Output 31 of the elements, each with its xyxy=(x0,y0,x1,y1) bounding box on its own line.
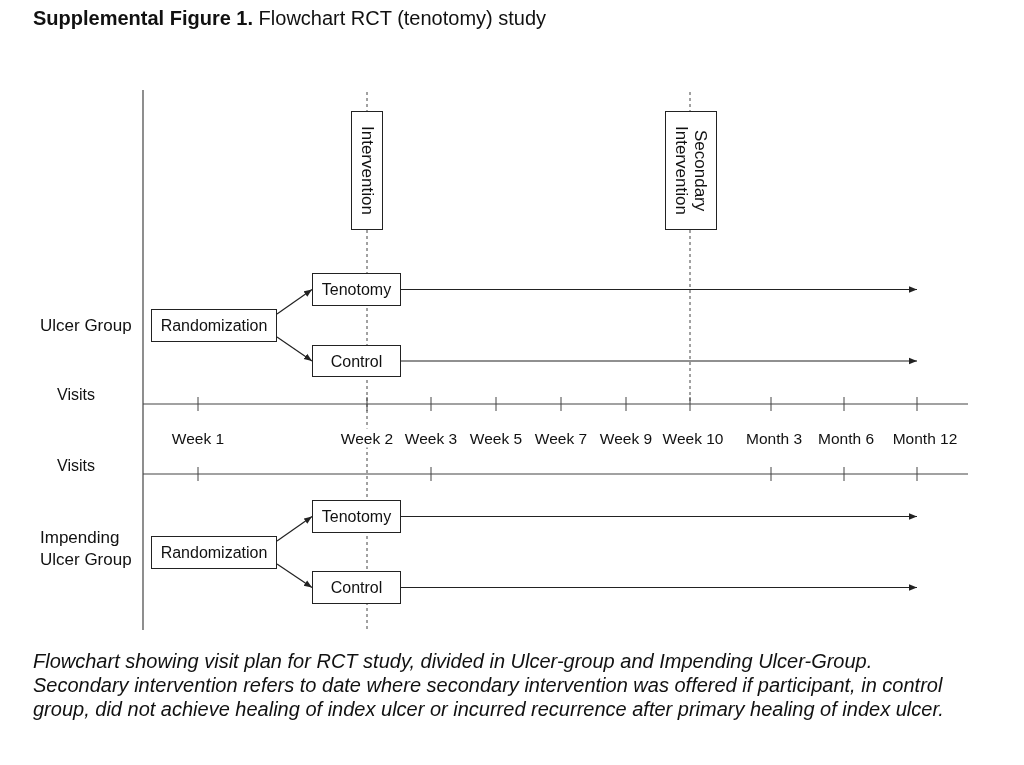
process-box xyxy=(312,500,401,533)
box-label: Intervention xyxy=(357,126,377,215)
box-label: Control xyxy=(330,351,383,371)
phase-box xyxy=(351,111,383,230)
process-box xyxy=(312,571,401,604)
group-label: Impending Ulcer Group xyxy=(40,527,133,571)
box-label: Tenotomy xyxy=(321,280,392,299)
box-label: Control xyxy=(330,578,383,597)
row-label: Visits xyxy=(57,455,95,475)
arrow xyxy=(276,288,313,315)
box-label: Randomization xyxy=(160,543,268,562)
process-box xyxy=(151,536,277,569)
arrow xyxy=(400,357,918,365)
phase-box xyxy=(665,111,717,230)
tick-label: Week 2 xyxy=(339,428,395,448)
group-label: Ulcer Group xyxy=(40,315,132,335)
arrow xyxy=(400,286,918,293)
arrow xyxy=(276,336,313,362)
process-box xyxy=(312,345,401,377)
arrow xyxy=(400,513,918,520)
arrow xyxy=(276,563,313,589)
figure-title: Supplemental Figure 1. Flowchart RCT (tenotomy) study xyxy=(33,6,547,30)
row-label: Visits xyxy=(57,384,95,404)
box-label: Secondary Intervention xyxy=(672,125,710,217)
arrow xyxy=(400,584,918,591)
arrow xyxy=(276,515,313,542)
box-label: Randomization xyxy=(160,316,268,335)
process-box xyxy=(151,309,277,342)
box-label: Tenotomy xyxy=(321,507,392,526)
process-box xyxy=(312,273,401,306)
figure-caption: Flowchart showing visit plan for RCT study, divided in Ulcer-group and Impending Ulcer-Group. Secondary intervention refers to date where secondary intervention was offered if participant, in control group, did not achieve healing of index ulcer or incurred recurrence after primary healing of index ulcer. xyxy=(33,649,945,721)
